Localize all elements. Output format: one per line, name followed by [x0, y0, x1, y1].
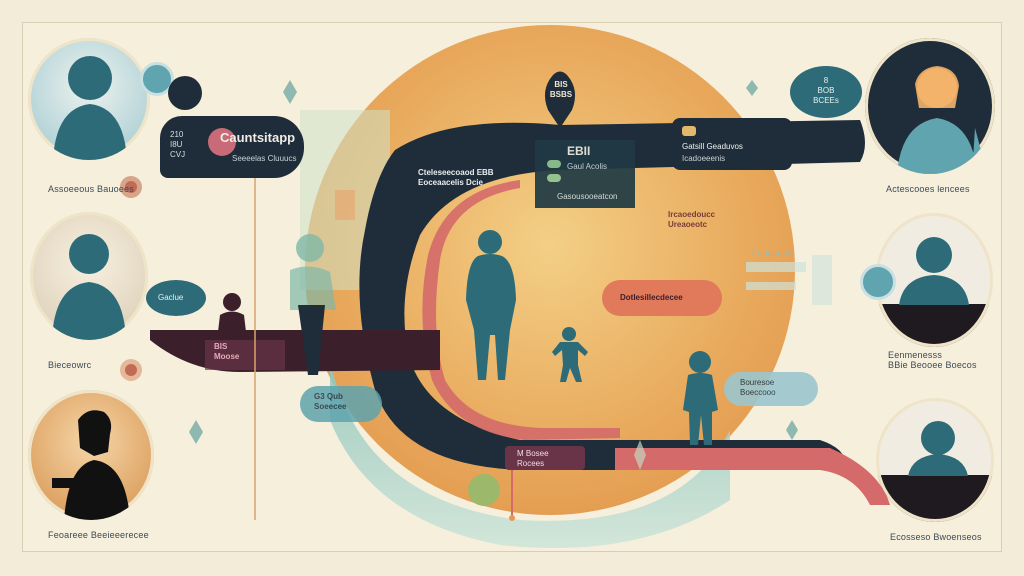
top-right-title: Gatsill Geaduvos: [682, 142, 743, 151]
child-figure: [552, 327, 588, 382]
speech-bubble-top-center: EBII Gaul Acolis Gasousooeatcon: [535, 140, 635, 208]
label-bottom-pink: M Bosee Rocees: [505, 446, 585, 470]
speech-bubble-icon: [208, 128, 236, 156]
bubble-dot-navy: [168, 76, 202, 110]
teal-wash: [330, 360, 730, 548]
bottom-pink-text: M Bosee Rocees: [517, 449, 549, 468]
speech-bubble-top-left: 210 I8U CVJ Cauntsitapp Seeeelas Cluuucs: [160, 116, 304, 178]
portrait-bottom-left: [28, 390, 154, 520]
person-silhouette-icon: [897, 66, 983, 174]
portrait-mid-left: [30, 212, 148, 340]
leaf-icon: [746, 80, 758, 96]
top-left-title: Cauntsitapp: [220, 130, 296, 145]
caption-left-1: Assoeeous Bauoees: [48, 184, 134, 194]
center-left-title: Cteleseecoaod EBB Eoceaacelis Dcie: [418, 168, 494, 187]
small-figure: [218, 293, 246, 332]
top-center-badge-text: BIS BSBS: [549, 80, 573, 99]
orange-pill-text: Dotlesillecdecee: [620, 293, 683, 302]
speech-bubble-right-teal: Bouresoe Boeccooo: [724, 372, 818, 406]
badge-icon: [682, 126, 696, 136]
person-silhouette-icon: [899, 237, 969, 305]
navy-road: [359, 120, 865, 470]
check-icon: [547, 160, 561, 168]
caption-left-3: Feoareee Beeieeerecee: [48, 530, 149, 540]
left-teal-text: Gaclue: [158, 293, 184, 302]
boy-figure: [683, 351, 718, 445]
person-silhouette-icon: [52, 234, 126, 340]
speech-bubble-top-center-badge: BIS BSBS: [540, 80, 582, 110]
portrait-top-left: [28, 38, 150, 160]
top-center-big: EBII: [567, 144, 591, 158]
speech-bubble-top-right: Gatsill Geaduvos Icadoeeenis: [672, 118, 792, 170]
caption-right-2: Eenmenesss BBie Beooee Boecos: [888, 350, 977, 370]
seated-figure: [290, 234, 336, 375]
mid-left-teal-text: G3 Qub Soeecee: [314, 392, 347, 411]
green-dot: [468, 474, 500, 506]
caption-right-3: Ecosseso Bwoenseos: [890, 532, 982, 542]
leaf-icon: [786, 420, 798, 440]
speech-bubble-teal-right: 8 BOB BCEEs: [790, 66, 862, 118]
caption-left-2: Bieceowrc: [48, 360, 92, 370]
caption-right-right: Fcoesooe: [752, 248, 794, 258]
map-pin: [544, 71, 576, 128]
top-left-sub: Seeeelas Cluuucs: [232, 154, 297, 163]
person-silhouette-icon: [52, 410, 130, 520]
person-silhouette-icon: [908, 421, 968, 476]
speech-bubble-left-teal: Gaclue: [146, 280, 206, 316]
label-left-dark: BIS Moose: [214, 342, 264, 370]
right-teal-pill-text: Bouresoe Boeccooo: [740, 378, 776, 397]
portrait-bottom-right: [876, 398, 994, 522]
portrait-top-right: [865, 38, 995, 174]
caption-right-1: Actescooes lencees: [886, 184, 970, 194]
top-center-title: Gaul Acolis: [567, 162, 608, 171]
pink-path: [615, 448, 890, 505]
check-icon: [547, 174, 561, 182]
center-mid-label: Gasousooeatcon: [557, 192, 618, 201]
top-right-teal: 8 BOB BCEEs: [813, 76, 839, 105]
top-right-sub: Icadoeeenis: [682, 154, 726, 163]
maroon-bar: [150, 330, 440, 372]
top-left-code: 210 I8U CVJ: [170, 130, 186, 159]
center-right-title: Ircaoedoucc Ureaoeotc: [668, 210, 716, 229]
orange-pill: Dotlesillecdecee: [602, 280, 722, 316]
speech-bubble-mid-left-teal: G3 Qub Soeecee: [300, 386, 382, 422]
left-dark-text: BIS Moose: [214, 342, 240, 361]
person-silhouette-icon: [53, 56, 127, 160]
bubble-dot-right: [860, 264, 896, 300]
leaf-icon: [189, 420, 203, 444]
leaf-icon: [283, 80, 297, 104]
bubble-dot-top-left: [140, 62, 174, 96]
woman-figure: [466, 230, 516, 380]
